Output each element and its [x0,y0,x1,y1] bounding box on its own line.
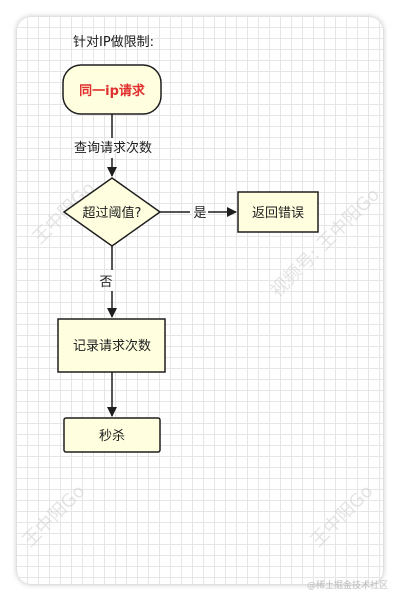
edge-yes-label: 是 [193,206,206,221]
diagram-title: 针对IP做限制: [73,35,154,50]
watermark-author-bottom-right: 王中阳Go [307,481,378,552]
footer-watermark: @稀土掘金技术社区 [307,579,388,591]
start-node-label: 同一ip请求 [79,83,146,99]
decision-node-label: 超过阈值? [83,205,142,221]
record-node-box [57,318,166,373]
start-node: 同一ip请求 [62,64,162,115]
record-node-label: 记录请求次数 [73,338,151,354]
error-node: 返回错误 [237,191,319,233]
record-node: 记录请求次数 [57,318,166,373]
edge-query-label: 查询请求次数 [74,140,152,156]
seckill-node-label: 秒杀 [99,429,125,444]
decision-node: 超过阈值? [62,177,162,247]
error-node-box [237,191,319,233]
seckill-node: 秒杀 [63,417,161,453]
edge-no-label: 否 [99,275,112,290]
seckill-node-box [63,417,161,453]
watermark-author-bottom-left: 王中阳Go [19,481,90,552]
error-node-label: 返回错误 [252,206,304,221]
